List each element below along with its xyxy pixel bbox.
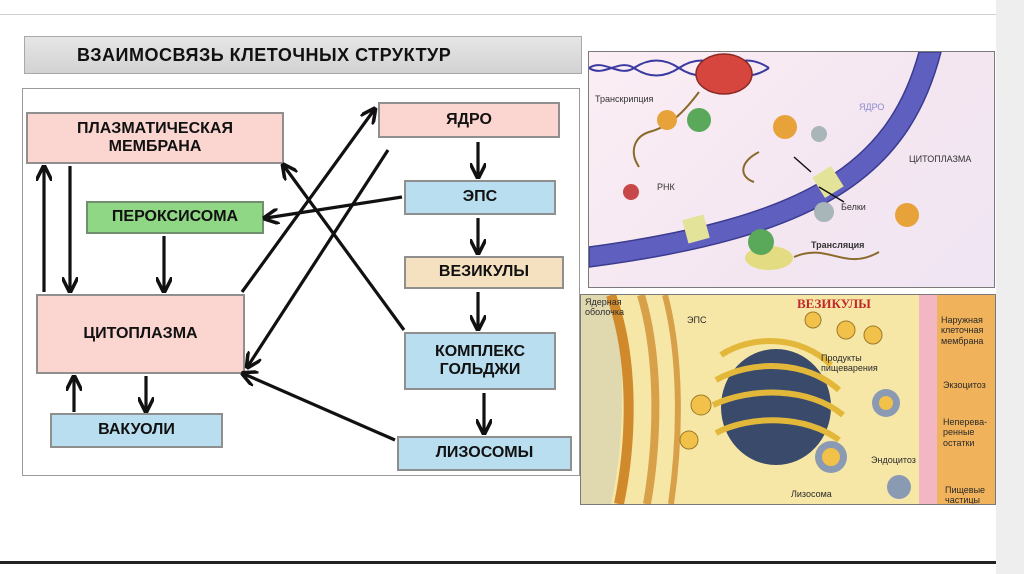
label-eps: ЭПС — [687, 315, 707, 325]
slide-title: ВЗАИМОСВЯЗЬ КЛЕТОЧНЫХ СТРУКТУР — [24, 36, 582, 74]
node-golgi: КОМПЛЕКС ГОЛЬДЖИ — [404, 332, 556, 390]
label-transcription: Транскрипция — [595, 94, 654, 104]
node-vacuoles: ВАКУОЛИ — [50, 413, 223, 448]
node-peroxisome: ПЕРОКСИСОМА — [86, 201, 264, 234]
label-lysosome: Лизосома — [791, 489, 832, 499]
node-lysosomes: ЛИЗОСОМЫ — [397, 436, 572, 471]
label-undigested: Неперева-ренные остатки — [943, 417, 988, 448]
label-vesicles: ВЕЗИКУЛЫ — [797, 296, 871, 311]
right-margin — [996, 0, 1024, 574]
label-endocytosis: Эндоцитоз — [871, 455, 916, 465]
label-cytoplasm: ЦИТОПЛАЗМА — [909, 154, 972, 164]
label-outer-membrane: Наружная клеточная мембрана — [941, 315, 984, 346]
node-cytoplasm: ЦИТОПЛАЗМА — [36, 294, 245, 374]
label-nuclear-envelope: Ядерная оболочка — [585, 297, 624, 318]
node-eps: ЭПС — [404, 180, 556, 215]
illustration-transcription-translation: Транскрипция ЯДРО ЦИТОПЛАЗМА РНК Белки Т… — [588, 51, 995, 288]
illustration-endomembrane-system: Ядерная оболочка ЭПС ВЕЗИКУЛЫ Продукты п… — [580, 294, 996, 505]
label-rna: РНК — [657, 182, 675, 192]
label-exocytosis: Экзоцитоз — [943, 380, 986, 390]
label-nucleus: ЯДРО — [859, 102, 885, 112]
illustration-2-graphic — [581, 295, 995, 504]
illustration-1-graphic — [589, 52, 942, 270]
bottom-rule — [0, 561, 996, 564]
label-digestion-products: Продукты пищеварения — [821, 353, 878, 374]
node-vesicles: ВЕЗИКУЛЫ — [404, 256, 564, 289]
label-translation: Трансляция — [811, 240, 865, 250]
node-nucleus: ЯДРО — [378, 102, 560, 138]
label-proteins: Белки — [841, 202, 866, 212]
node-plasma-membrane: ПЛАЗМАТИЧЕСКАЯ МЕМБРАНА — [26, 112, 284, 164]
label-food-particles: Пищевые частицы — [945, 485, 986, 505]
